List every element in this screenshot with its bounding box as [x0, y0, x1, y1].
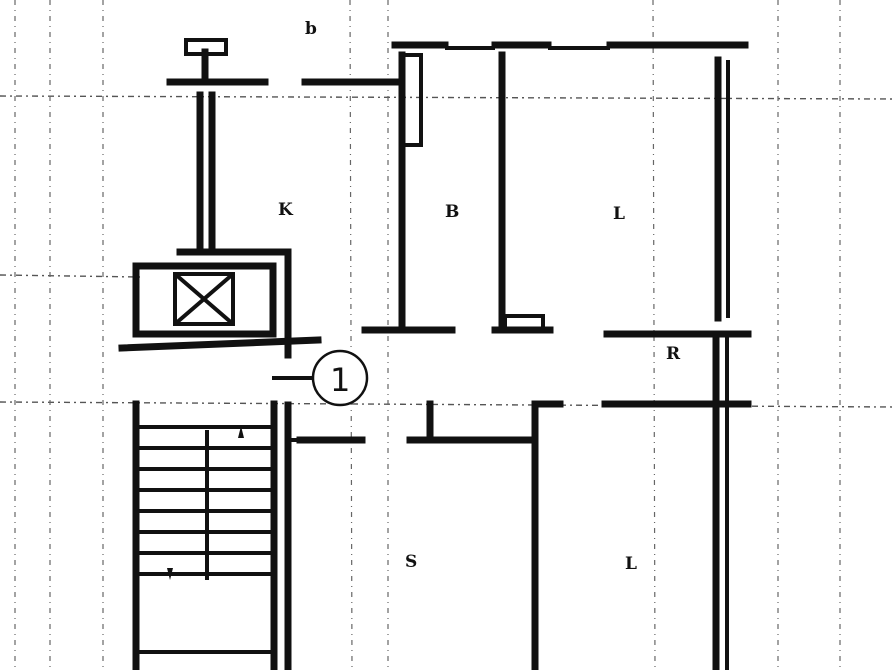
- door-stop: [503, 314, 545, 332]
- room-label-storage: R: [666, 344, 681, 364]
- room-labels: b K B L R S L: [278, 19, 681, 574]
- elevator-shaft: [132, 262, 277, 338]
- stair-treads: [139, 425, 271, 654]
- grid-line-v3: [349, 0, 353, 670]
- walls: [118, 38, 752, 670]
- room-label-bathroom: B: [445, 202, 459, 222]
- room-label-kitchen: K: [278, 200, 294, 220]
- elevator-cabin: [173, 272, 235, 326]
- stair-up-arrow-icon: [238, 426, 244, 438]
- section-marker-label: 1: [330, 361, 350, 399]
- grid-line-h2: [0, 401, 893, 408]
- grid-line-h1: [0, 95, 893, 100]
- grid-line-h3: [0, 274, 141, 278]
- room-label-bedroom-bottom: L: [625, 554, 637, 574]
- stair-down-arrow-icon: [167, 568, 173, 580]
- wall-landing: [118, 336, 322, 352]
- room-label-balcony: b: [305, 19, 317, 39]
- section-marker: 1: [272, 349, 369, 407]
- room-label-bedroom-top: L: [613, 204, 625, 224]
- elevator-cross-b: [173, 272, 235, 326]
- room-label-living: S: [405, 552, 417, 572]
